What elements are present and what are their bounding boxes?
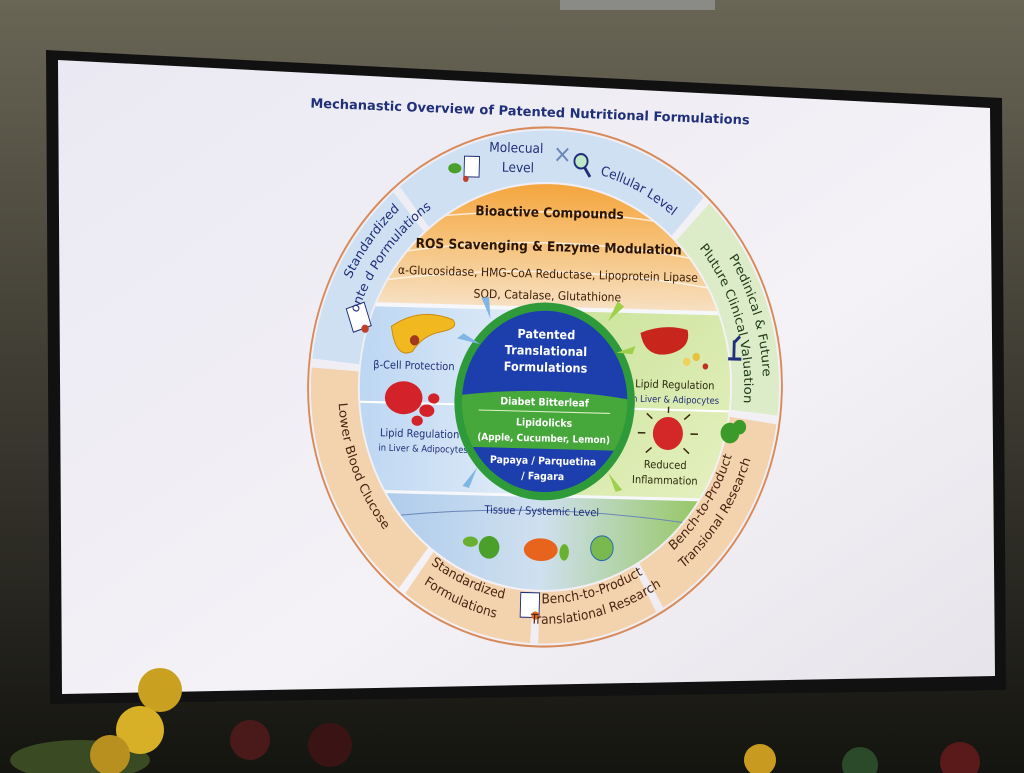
center-circle [459, 308, 630, 495]
leaf-icon [462, 535, 500, 559]
flow-arrows-green [607, 301, 636, 492]
center-item-2-sub: (Apple, Cucumber, Lemon) [477, 431, 610, 446]
lipid-regulation-right-label: Lipid Regulation [635, 378, 715, 393]
lipid-regulation-right-sub: in Liver & Adipocytes [630, 394, 720, 407]
center-item-1: Diabet Bitterleaf [500, 396, 590, 410]
microscope-icon [728, 335, 742, 361]
magnifier-icon [573, 153, 592, 178]
center-item-3: Papaya / Parquetina [490, 454, 597, 468]
center-title-1: Patented [517, 326, 575, 342]
inflamed-cell-icon [637, 406, 698, 455]
reduced-inflammation-label-2: Inflammation [632, 474, 698, 488]
band-line-2: ROS Scavenging & Enzyme Modulation [415, 236, 681, 259]
papaya-seed-icon [523, 538, 569, 562]
lipid-regulation-left-label: Lipid Regulation [380, 427, 460, 442]
cross-icon [555, 147, 569, 162]
ring-segment-bench-bottom [538, 566, 657, 644]
red-blood-cells-icon [384, 381, 440, 426]
ring-segment-preclinical [676, 203, 780, 416]
globe-icon [590, 535, 614, 562]
flow-arrows [456, 296, 491, 489]
molecular-level-label-2: Level [502, 160, 535, 177]
center-title-2: Translational [505, 343, 588, 360]
molecular-level-label: Molecual [489, 140, 544, 157]
certificate-ribbon-icon [519, 591, 541, 620]
ring-segment-standardized-bottom [405, 552, 534, 644]
tissue-systemic-label: Tissue / Systemic Level [483, 504, 599, 520]
outer-outline [307, 126, 783, 648]
band-line-4: SOD, Catalase, Glutathione [473, 286, 621, 304]
liver-icon [640, 327, 709, 370]
flower-decoration-right [744, 742, 980, 773]
flower-decoration-left [10, 668, 352, 773]
leaf-cluster-icon [720, 419, 747, 444]
lipid-regulation-left-sub: in Liver & Adipocytes [378, 443, 468, 456]
reduced-inflammation-label-1: Reduced [644, 458, 687, 472]
certificate-icon [345, 301, 372, 333]
pancreas-icon [390, 313, 456, 354]
center-title-3: Formulations [504, 359, 588, 376]
ring-segment-bench-right [639, 416, 777, 608]
circular-diagram: Bioactive Compounds ROS Scavenging & Enz… [307, 126, 783, 648]
beta-cell-protection-label: β-Cell Protection [373, 359, 455, 374]
center-item-2: Lipidolicks [516, 417, 573, 430]
ring-segment-lower-blood-glucose [310, 367, 429, 589]
ring-segment-standardized-left [312, 192, 424, 365]
band-line-1: Bioactive Compounds [475, 204, 624, 224]
center-item-3-sub: / Fagara [521, 471, 564, 484]
ceiling-fixture [560, 0, 715, 10]
certificate-leaf-icon [448, 155, 481, 182]
